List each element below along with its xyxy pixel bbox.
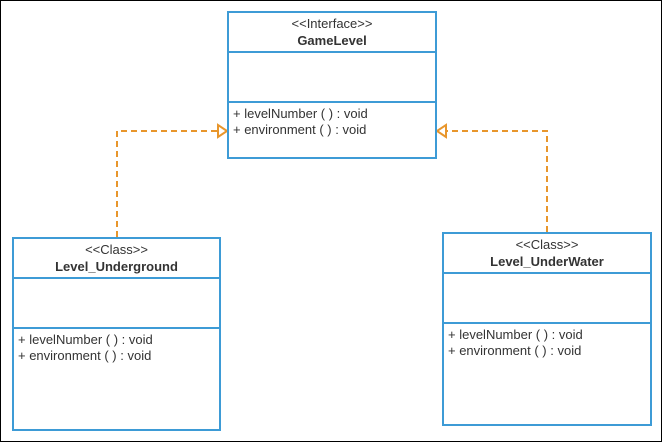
class-level-underwater[interactable]: <<Class>> Level_UnderWater + levelNumber…: [442, 232, 652, 426]
class-underwater-attributes-compartment: [444, 274, 650, 324]
interface-operations-compartment: + levelNumber ( ) : void + environment (…: [229, 103, 435, 157]
class-underwater-stereotype: <<Class>>: [515, 237, 579, 252]
class-underground-operations-compartment: + levelNumber ( ) : void + environment (…: [14, 329, 219, 429]
operation-levelnumber: + levelNumber ( ) : void: [448, 327, 583, 342]
operation-environment: + environment ( ) : void: [233, 122, 367, 137]
realization-arrowhead-underwater: [435, 123, 447, 139]
class-underground-header: <<Class>> Level_Underground: [14, 239, 219, 279]
class-underwater-header: <<Class>> Level_UnderWater: [444, 234, 650, 274]
realization-arrowhead-underground: [217, 123, 229, 139]
operation-environment: + environment ( ) : void: [18, 348, 152, 363]
interface-header: <<Interface>> GameLevel: [229, 13, 435, 53]
class-underground-attributes-compartment: [14, 279, 219, 329]
class-level-underground[interactable]: <<Class>> Level_Underground + levelNumbe…: [12, 237, 221, 431]
class-underwater-operations-compartment: + levelNumber ( ) : void + environment (…: [444, 324, 650, 424]
class-underwater-name: Level_UnderWater: [490, 254, 604, 269]
class-underground-stereotype: <<Class>>: [85, 242, 148, 257]
operation-levelnumber: + levelNumber ( ) : void: [233, 106, 368, 121]
operation-levelnumber: + levelNumber ( ) : void: [18, 332, 153, 347]
interface-gamelevel[interactable]: <<Interface>> GameLevel + levelNumber ( …: [227, 11, 437, 159]
class-underground-name: Level_Underground: [55, 259, 178, 274]
realization-connector-underground[interactable]: [116, 130, 220, 237]
realization-connector-underwater[interactable]: [444, 130, 548, 232]
interface-attributes-compartment: [229, 53, 435, 103]
interface-name: GameLevel: [297, 33, 367, 48]
operation-environment: + environment ( ) : void: [448, 343, 582, 358]
interface-stereotype: <<Interface>>: [291, 16, 373, 31]
